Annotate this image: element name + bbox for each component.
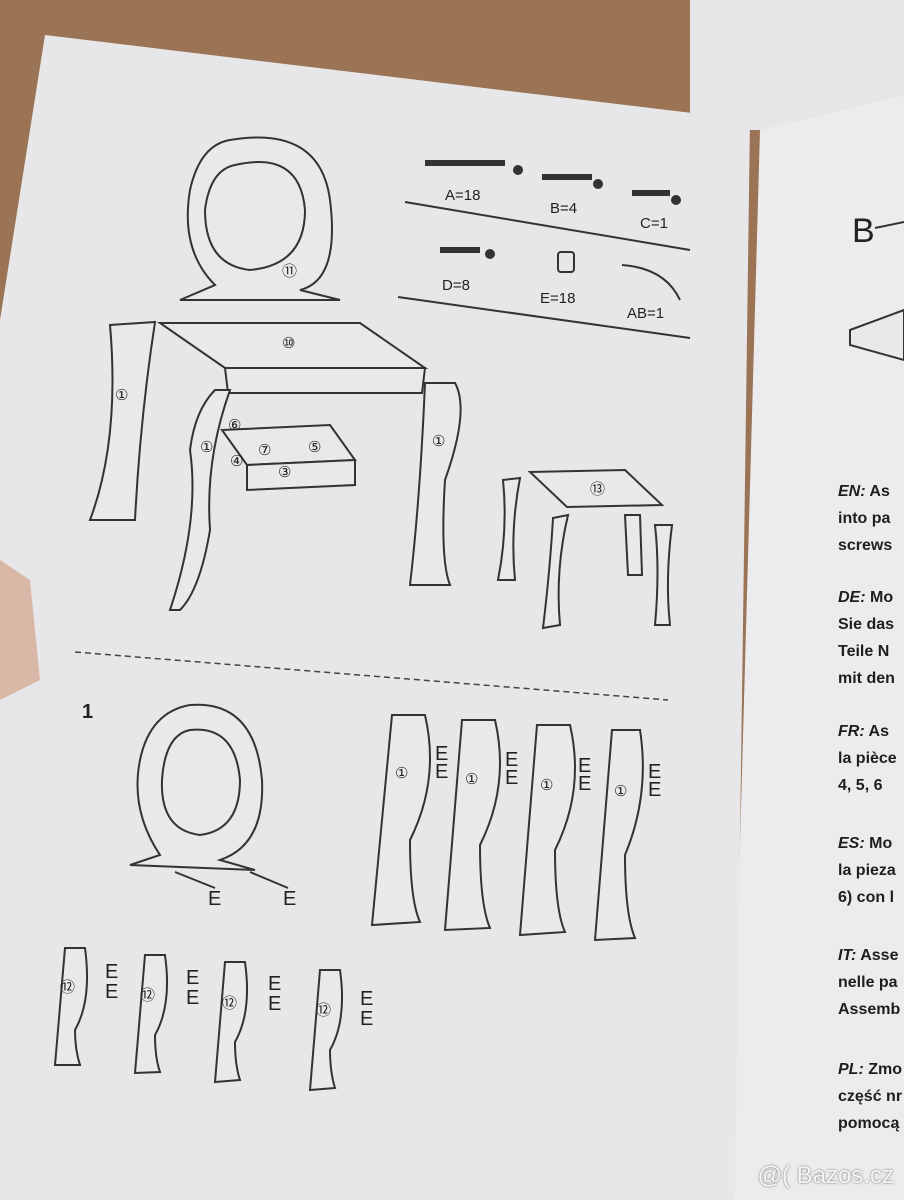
leg-label: ①	[465, 771, 478, 788]
fastener-e-label: E	[505, 749, 518, 771]
fastener-e-label: E	[360, 1008, 373, 1030]
part-leg-label: ①	[115, 387, 128, 404]
stool-leg-label: ⑫	[316, 1002, 331, 1019]
right-page	[730, 95, 904, 1200]
hardware-e-label: E=18	[540, 290, 575, 307]
fastener-e-label: E	[360, 988, 373, 1010]
part-leg-label: ①	[200, 439, 213, 456]
fastener-e-label: E	[268, 993, 281, 1015]
watermark: @( Bazos.cz	[757, 1162, 894, 1189]
hardware-b-label: B=4	[550, 200, 577, 217]
hardware-ab-label: AB=1	[627, 305, 664, 322]
leg-label: ①	[540, 777, 553, 794]
step1-stool-legs: ⑫ ⑫ ⑫ ⑫ E E E E E E E E	[53, 947, 373, 1092]
part-drawer-front-label: ③	[278, 464, 291, 481]
part-drawer-side-label: ④	[230, 453, 243, 470]
fastener-e-label: E	[186, 987, 199, 1009]
fastener-e-label: E	[578, 773, 591, 795]
hardware-c-label: C=1	[640, 215, 668, 232]
part-drawer-bottom-label: ⑦	[258, 442, 271, 459]
stool-leg-label: ⑫	[60, 979, 75, 996]
fastener-e-label: E	[578, 755, 591, 777]
part-top-label: ⑩	[282, 335, 295, 352]
fastener-e-label: E	[283, 888, 296, 910]
part-leg-label: ①	[432, 433, 445, 450]
right-figure-part	[849, 308, 904, 362]
fastener-e-label: E	[648, 779, 661, 801]
fastener-e-label: E	[208, 888, 221, 910]
fastener-e-label: E	[268, 973, 281, 995]
fastener-e-label: E	[105, 981, 118, 1003]
part-stool-top-label: ⑬	[590, 481, 605, 498]
left-page	[0, 35, 750, 1200]
hardware-d-label: D=8	[442, 277, 470, 294]
stool-leg-label: ⑫	[222, 995, 237, 1012]
fastener-e-label: E	[435, 743, 448, 765]
fastener-e-label: E	[505, 767, 518, 789]
part-drawer-side-label: ⑤	[308, 439, 321, 456]
finger	[0, 560, 40, 700]
hardware-list: A=18 B=4 C=1 D=8 E=18 AB=1	[397, 160, 691, 339]
part-drawer-back-label: ⑥	[228, 417, 241, 434]
fastener-e-label: E	[186, 967, 199, 989]
stool-leg-label: ⑫	[140, 987, 155, 1004]
section-divider	[74, 651, 669, 701]
fastener-e-label: E	[648, 761, 661, 783]
fastener-e-label: E	[435, 761, 448, 783]
part-mirror-label: ⑪	[282, 263, 297, 280]
step1-mirror-diagram: E E	[129, 703, 296, 910]
exploded-view-diagram: ⑪ ⑩ ① ① ① ③ ④ ⑤ ⑥ ⑦ ⑬	[88, 136, 674, 630]
step-number: 1	[82, 701, 93, 723]
step1-table-legs: ① ① ① ① E E E E E E E E	[370, 714, 661, 942]
right-figure-label: B	[852, 212, 875, 250]
leg-label: ①	[614, 783, 627, 800]
leg-label: ①	[395, 765, 408, 782]
hardware-a-label: A=18	[445, 187, 480, 204]
fastener-e-label: E	[105, 961, 118, 983]
